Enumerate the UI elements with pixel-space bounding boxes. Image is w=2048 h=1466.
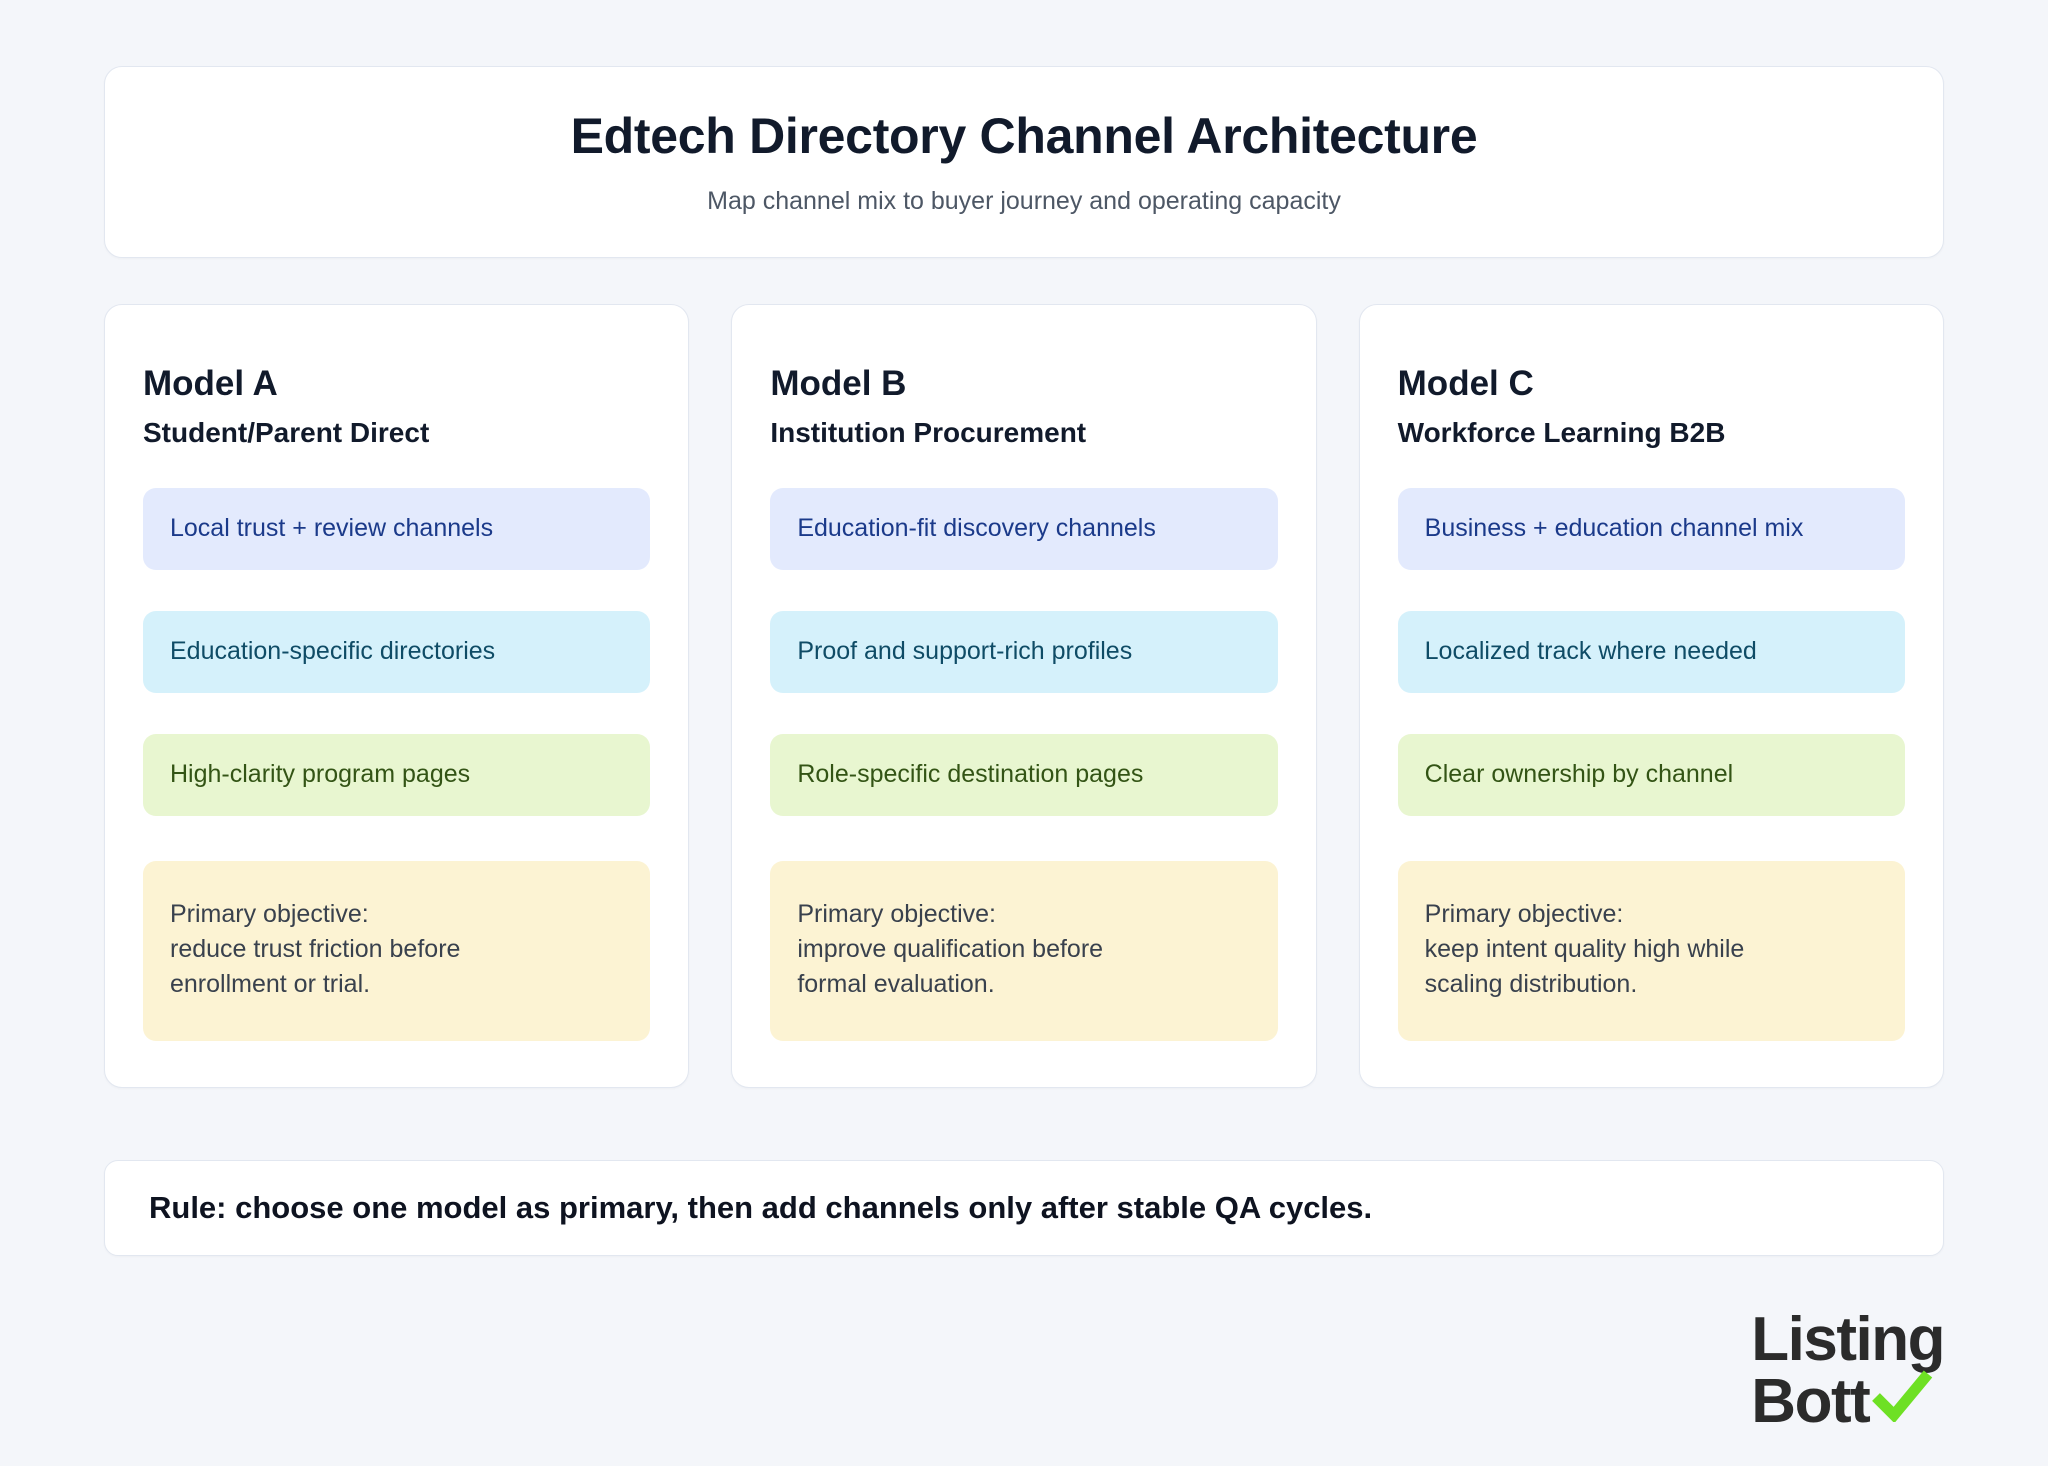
chip-item: Local trust + review channels — [143, 487, 651, 570]
model-b-objective: Primary objective: improve qualification… — [770, 860, 1278, 1041]
model-b-subtitle: Institution Procurement — [770, 417, 1087, 449]
model-c-chip-list: Business + education channel mix Localiz… — [1397, 487, 1905, 857]
chip-item: Clear ownership by channel — [1397, 733, 1905, 816]
chip-item: Business + education channel mix — [1397, 487, 1905, 570]
model-a-subtitle: Student/Parent Direct — [143, 417, 430, 449]
model-c-subtitle: Workforce Learning B2B — [1397, 417, 1726, 449]
brand-line-bott: Bott — [1751, 1366, 1870, 1436]
brand-line-bott-row: Bott — [1751, 1366, 1933, 1436]
page-subtitle: Map channel mix to buyer journey and ope… — [707, 187, 1341, 215]
model-a-chip-list: Local trust + review channels Education-… — [143, 487, 651, 857]
model-card-b: Model B Institution Procurement Educatio… — [731, 304, 1317, 1088]
model-card-a: Model A Student/Parent Direct Local trus… — [104, 304, 690, 1088]
model-card-c: Model C Workforce Learning B2B Business … — [1358, 304, 1944, 1088]
model-a-objective: Primary objective: reduce trust friction… — [143, 860, 651, 1041]
model-b-name: Model B — [770, 364, 907, 403]
rule-text: Rule: choose one model as primary, then … — [149, 1190, 1373, 1226]
model-a-name: Model A — [143, 364, 278, 403]
header-card: Edtech Directory Channel Architecture Ma… — [104, 66, 1944, 258]
chip-item: Proof and support-rich profiles — [770, 610, 1278, 693]
brand-logo: Listing Bott — [1751, 1305, 1945, 1436]
chip-item: Education-fit discovery channels — [770, 487, 1278, 570]
chip-item: High-clarity program pages — [143, 733, 651, 816]
check-icon — [1871, 1368, 1933, 1426]
model-c-name: Model C — [1397, 364, 1534, 403]
model-b-chip-list: Education-fit discovery channels Proof a… — [770, 487, 1278, 857]
model-columns: Model A Student/Parent Direct Local trus… — [104, 304, 1944, 1088]
brand-line-listing: Listing — [1751, 1305, 1945, 1375]
rule-bar: Rule: choose one model as primary, then … — [104, 1159, 1944, 1256]
chip-item: Education-specific directories — [143, 610, 651, 693]
chip-item: Localized track where needed — [1397, 610, 1905, 693]
page-title: Edtech Directory Channel Architecture — [570, 108, 1478, 164]
chip-item: Role-specific destination pages — [770, 733, 1278, 816]
model-c-objective: Primary objective: keep intent quality h… — [1397, 860, 1905, 1041]
